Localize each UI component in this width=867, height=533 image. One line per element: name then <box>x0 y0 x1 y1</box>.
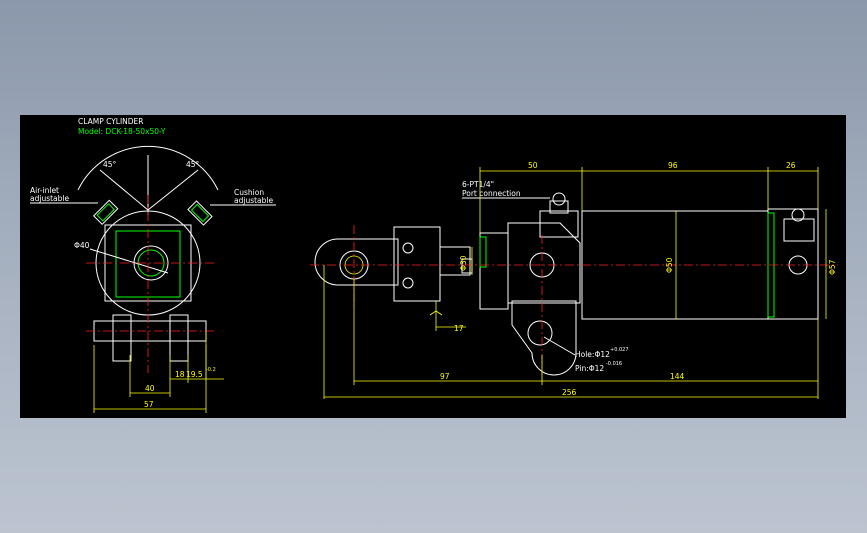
front-head <box>479 232 509 310</box>
angle-line-left <box>99 169 149 211</box>
phi40-label: Φ40 <box>74 241 90 250</box>
dim-97-label: 97 <box>440 372 450 381</box>
piston-rod <box>439 246 471 276</box>
port-block <box>539 210 579 238</box>
air-inlet-fitting <box>92 199 119 226</box>
dim-17-label: 17 <box>454 324 464 333</box>
end-cap <box>767 208 819 320</box>
dim-96-label: 96 <box>668 161 678 170</box>
left-view: 45° 45° Air-inlet adjustable Cushion adj… <box>30 145 276 413</box>
dim-19-5-tol: -0.2 <box>206 367 216 373</box>
cushion-screw-knob <box>791 208 805 222</box>
phi50-label: Φ50 <box>665 257 674 273</box>
cushion-label-2: adjustable <box>234 196 273 205</box>
dim-144-label: 144 <box>670 372 685 381</box>
front-seal <box>479 236 487 268</box>
front-housing <box>507 222 581 304</box>
port-knob <box>552 192 566 206</box>
dim-19-5-label: 19.5 <box>186 370 203 379</box>
model-label: Model: DCK-18-50x50-Y <box>78 127 166 136</box>
port-label: 6-PT1/4" <box>462 180 494 189</box>
pin-label: Pin:Φ12 <box>575 364 604 373</box>
clevis-hole-top <box>402 242 414 254</box>
port-label-2: Port connection <box>462 189 521 198</box>
dim-26-label: 26 <box>786 161 796 170</box>
cushion-screw-body <box>783 218 815 242</box>
port-fitting <box>549 200 569 214</box>
swing-arm <box>511 300 577 376</box>
hole-tol: +0.027 <box>610 347 629 353</box>
dim-50-label: 50 <box>528 161 538 170</box>
dim-57-label: 57 <box>144 400 154 409</box>
phi30-label: Φ30 <box>459 255 468 271</box>
clevis-lug-left <box>112 314 132 362</box>
clevis-lug-right <box>169 314 189 362</box>
angle-line-right <box>147 169 199 211</box>
clevis-block <box>393 226 441 302</box>
hole-leader <box>543 336 576 356</box>
phi57-label: Φ57 <box>828 259 837 275</box>
angle-right-label: 45° <box>186 160 200 169</box>
right-view: 6-PT1/4" Port connection 50 96 26 Φ30 Φ5… <box>310 161 838 399</box>
drawing-title: CLAMP CYLINDER <box>78 117 144 126</box>
hinge-hole <box>527 320 553 346</box>
air-inlet-label-2: adjustable <box>30 194 69 203</box>
dim-40-label: 40 <box>145 384 155 393</box>
cad-drawing: CLAMP CYLINDER Model: DCK-18-50x50-Y 45°… <box>30 117 838 413</box>
dim-18-label: 18 <box>175 370 185 379</box>
dim-256-label: 256 <box>562 388 577 397</box>
rod-clevis <box>314 238 399 286</box>
hole-label: Hole:Φ12 <box>575 350 610 359</box>
cushion-fitting <box>187 200 213 226</box>
phi40-leader <box>89 248 169 274</box>
pin-tol: -0.016 <box>606 361 622 367</box>
angle-left-label: 45° <box>103 160 117 169</box>
angle-arc <box>77 145 219 191</box>
cad-drawing-canvas: CLAMP CYLINDER Model: DCK-18-50x50-Y 45°… <box>20 115 846 418</box>
clevis-hole-bottom <box>402 277 414 289</box>
cushion-label: Cushion <box>234 188 264 197</box>
air-inlet-label: Air-inlet <box>30 186 59 195</box>
